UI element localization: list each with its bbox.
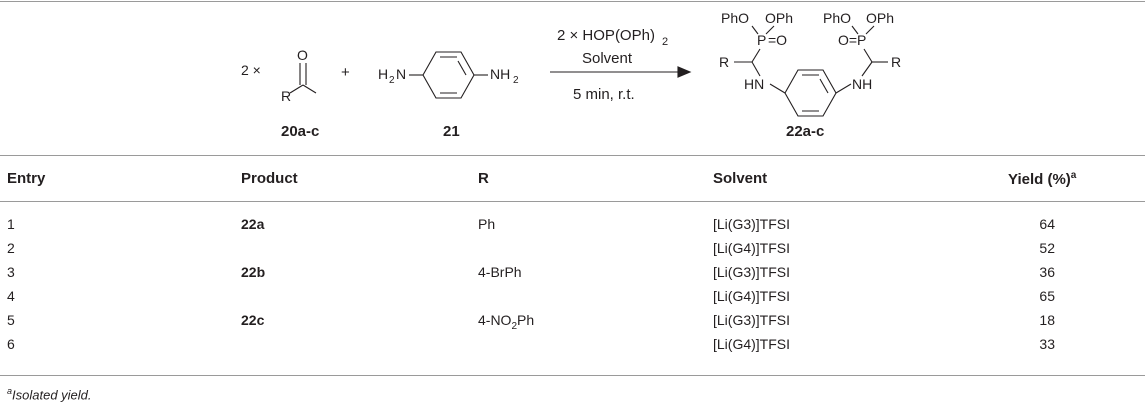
reagent-subscript: 2 xyxy=(662,36,668,48)
left-R: R xyxy=(719,54,729,70)
row-2-yield: 52 xyxy=(1039,240,1055,256)
multiplier-text: 2 × xyxy=(241,62,261,78)
header-r: R xyxy=(478,170,489,187)
row-2-solvent: [Li(G4)]TFSI xyxy=(713,240,791,256)
header-entry: Entry xyxy=(7,170,46,187)
right-P: P xyxy=(857,32,866,48)
right-OPh: OPh xyxy=(866,10,894,26)
atom-N: N xyxy=(396,66,406,82)
right-R: R xyxy=(891,54,901,70)
header-yield: Yield (%)a xyxy=(1008,170,1076,188)
row-1-entry: 1 xyxy=(7,216,15,232)
reaction-scheme: 2 × O R 20a-c + H 2 N NH 2 21 2 × HOP(OP… xyxy=(241,10,901,140)
atom-H: H xyxy=(378,66,388,82)
row-4-entry: 4 xyxy=(7,288,15,304)
row-3-solvent: [Li(G3)]TFSI xyxy=(713,264,791,280)
conditions-text: 5 min, r.t. xyxy=(573,86,635,103)
row-4-yield: 65 xyxy=(1039,288,1055,304)
aldehyde-structure: 2 × O R 20a-c xyxy=(241,47,319,140)
left-OPh: OPh xyxy=(765,10,793,26)
row-1-r: Ph xyxy=(478,216,496,232)
row-5-product: 22c xyxy=(241,312,265,328)
row-6-entry: 6 xyxy=(7,336,15,352)
row-2-entry: 2 xyxy=(7,240,15,256)
row-6-yield: 33 xyxy=(1039,336,1055,352)
atom-NH: NH xyxy=(490,66,510,82)
row-3-yield: 36 xyxy=(1039,264,1055,280)
footnote-text: Isolated yield. xyxy=(12,387,92,403)
row-1-yield: 64 xyxy=(1039,216,1055,232)
top-rule xyxy=(0,1,1145,2)
aldehyde-label: 20a-c xyxy=(281,123,319,140)
right-NH: NH xyxy=(852,76,872,92)
row-5-r: 4-NO2Ph xyxy=(478,312,534,332)
row-4-solvent: [Li(G4)]TFSI xyxy=(713,288,791,304)
product-structure: PhO OPh P =O R HN NH R O= P PhO OPh 22a-… xyxy=(719,10,901,140)
row-5-entry: 5 xyxy=(7,312,15,328)
reaction-arrow: 2 × HOP(OPh) 2 Solvent 5 min, r.t. xyxy=(550,27,692,103)
reagent-line-2: Solvent xyxy=(582,50,633,67)
row-5-r-subscript: 2 xyxy=(511,320,518,332)
bottom-rule xyxy=(0,375,1145,376)
row-5-r-prefix: 4-NO xyxy=(478,312,512,328)
left-HN: HN xyxy=(744,76,764,92)
diamine-structure: H 2 N NH 2 21 xyxy=(378,51,519,140)
plus-sign: + xyxy=(341,64,350,81)
footnote-mark: a xyxy=(7,386,13,396)
row-5-yield: 18 xyxy=(1039,312,1055,328)
diamine-label: 21 xyxy=(443,123,460,140)
row-6-solvent: [Li(G4)]TFSI xyxy=(713,336,791,352)
row-1-solvent: [Li(G3)]TFSI xyxy=(713,216,791,232)
row-3-product: 22b xyxy=(241,264,266,280)
subscript-2: 2 xyxy=(389,75,395,86)
header-yield-note: a xyxy=(1070,170,1077,181)
header-yield-label: Yield (%) xyxy=(1008,171,1071,188)
row-1-product: 22a xyxy=(241,216,265,232)
right-PhO: PhO xyxy=(823,10,851,26)
subscript-2: 2 xyxy=(513,75,519,86)
row-5-r-suffix: Ph xyxy=(517,312,535,328)
left-oxo: =O xyxy=(768,32,787,48)
header-bottom-rule xyxy=(0,201,1145,202)
atom-R: R xyxy=(281,88,291,104)
product-label: 22a-c xyxy=(786,123,824,140)
header-top-rule xyxy=(0,155,1145,156)
left-P: P xyxy=(757,32,766,48)
atom-O: O xyxy=(297,47,308,63)
row-3-entry: 3 xyxy=(7,264,15,280)
footnote: aIsolated yield. xyxy=(7,386,92,402)
right-oxo: O= xyxy=(838,32,857,48)
row-5-solvent: [Li(G3)]TFSI xyxy=(713,312,791,328)
header-product: Product xyxy=(241,170,298,187)
left-PhO: PhO xyxy=(721,10,749,26)
reagent-line-1: 2 × HOP(OPh) xyxy=(557,27,655,44)
row-3-r: 4-BrPh xyxy=(478,264,522,280)
header-solvent: Solvent xyxy=(713,170,768,187)
